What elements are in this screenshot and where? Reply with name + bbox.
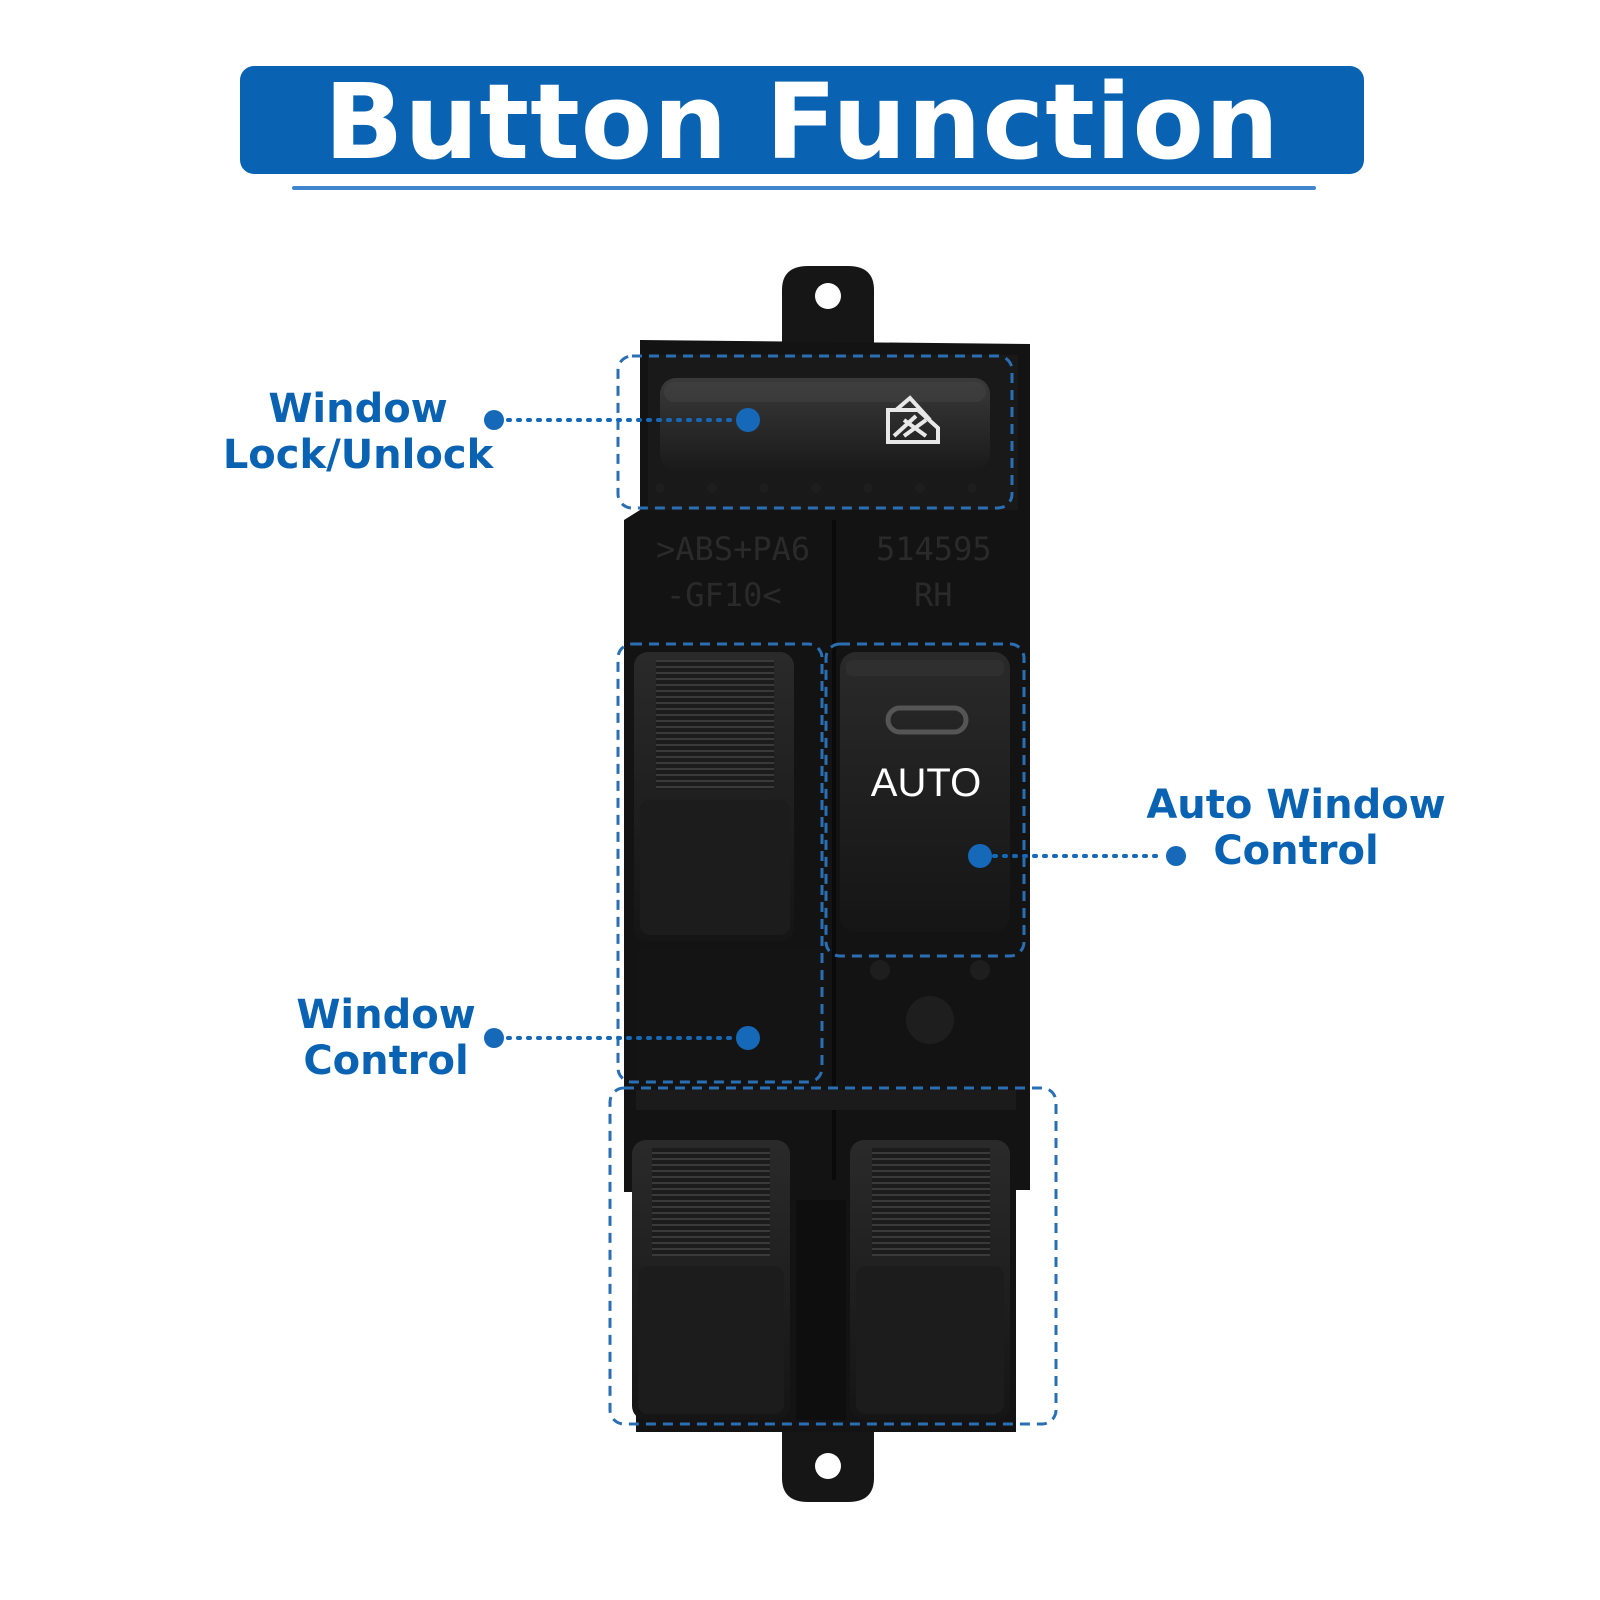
window-lock-icon <box>886 395 940 444</box>
highlight-window-control <box>616 642 824 1084</box>
bottom-mount-tab <box>782 1422 874 1502</box>
rear-button-gap <box>796 1200 846 1420</box>
window-lock-button[interactable] <box>660 378 990 470</box>
callout-window-lock: Window Lock/Unlock <box>222 386 494 478</box>
auto-window-button[interactable]: AUTO <box>840 652 1010 932</box>
housing-rivets <box>655 483 990 1044</box>
window-control-button-front-left[interactable] <box>634 652 794 942</box>
part-number: 514595 <box>876 530 992 568</box>
window-control-button-rear-right[interactable] <box>850 1140 1010 1420</box>
auto-indicator-icon <box>885 705 969 735</box>
window-control-button-rear-left[interactable] <box>632 1140 790 1420</box>
side-marking: RH <box>914 576 953 614</box>
top-mount-tab <box>782 266 874 345</box>
highlight-auto-window <box>824 642 1026 958</box>
highlight-window-lock <box>616 354 1014 510</box>
plastic-code-line2: -GF10< <box>666 576 782 614</box>
auto-label: AUTO <box>871 761 981 805</box>
page-title: Button Function <box>324 61 1280 183</box>
plastic-code-line1: >ABS+PA6 <box>656 530 810 568</box>
title-banner: Button Function <box>240 66 1364 174</box>
callout-auto-window: Auto Window Control <box>1146 782 1446 874</box>
molded-markings: >ABS+PA6 -GF10< 514595 RH <box>656 530 992 614</box>
callout-connectors <box>484 408 1186 1050</box>
title-underline <box>292 186 1316 190</box>
highlight-rear-windows <box>608 1086 1058 1426</box>
callout-window-control: Window Control <box>296 992 476 1084</box>
window-control-base <box>636 950 826 1080</box>
housing-divider <box>832 520 836 1180</box>
